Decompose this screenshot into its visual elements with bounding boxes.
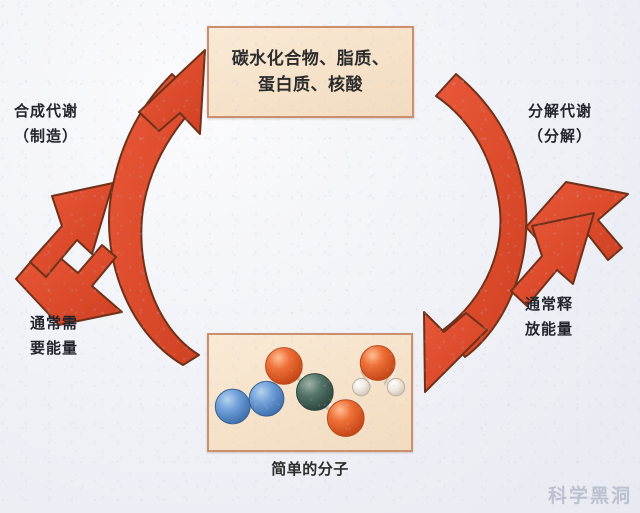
label-anabolism: 合成代谢 （制造） (14, 100, 78, 150)
macromolecules-line-1: 碳水化合物、脂质、 (231, 49, 390, 68)
label-anabolism-line-2: （制造） (14, 129, 79, 145)
catabolism-main-arrow (423, 73, 528, 393)
nitrogen-molecule (214, 380, 285, 425)
catabolism-energy-arrow (510, 181, 629, 307)
label-catabolism-line-2: （分解） (528, 129, 593, 145)
water-molecule (352, 345, 406, 397)
anabolism-main-arrow (108, 49, 206, 366)
anabolism-energy-arrow (15, 182, 123, 326)
simple-molecules-caption: 简单的分子 (271, 462, 349, 478)
carbon-dioxide-molecule (265, 347, 365, 437)
label-energy-required-line-2: 要能量 (30, 341, 79, 357)
label-catabolism: 分解代谢 （分解） (528, 100, 592, 150)
label-energy-released-line-2: 放能量 (525, 322, 574, 338)
label-energy-required: 通常需 要能量 (30, 312, 78, 362)
simple-molecules-box (207, 333, 413, 452)
label-energy-required-line-1: 通常需 (30, 316, 79, 332)
label-energy-released: 通常释 放能量 (525, 293, 573, 343)
macromolecules-line-2: 蛋白质、核酸 (258, 75, 363, 94)
macromolecules-box: 碳水化合物、脂质、 蛋白质、核酸 (207, 26, 414, 118)
label-catabolism-line-1: 分解代谢 (528, 104, 593, 120)
watermark: 科学黑洞 (547, 486, 632, 507)
molecule-illustration (214, 345, 406, 437)
label-energy-released-line-1: 通常释 (525, 297, 574, 313)
label-anabolism-line-1: 合成代谢 (14, 104, 79, 120)
